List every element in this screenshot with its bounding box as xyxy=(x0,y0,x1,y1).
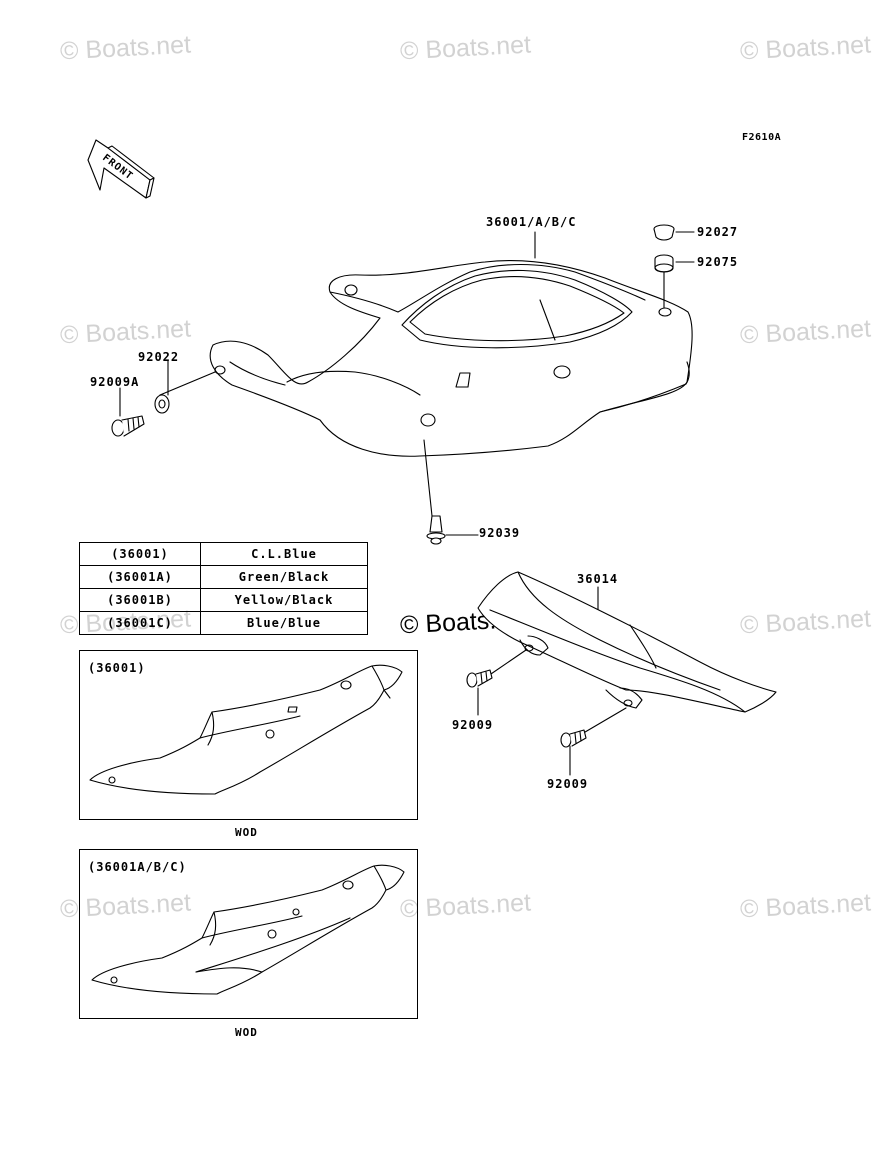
grommet-92075-drawing xyxy=(654,254,674,273)
figure-code: F2610A xyxy=(742,132,782,143)
part-label-36001: 36001/A/B/C xyxy=(486,215,577,229)
rivet-92039-drawing xyxy=(426,515,446,545)
table-cell-color: Yellow/Black xyxy=(200,588,368,612)
part-label-92009-lower: 92009 xyxy=(547,777,589,791)
table-cell-code: (36001B) xyxy=(79,588,201,612)
part-label-92022: 92022 xyxy=(138,350,180,364)
table-row: (36001A) Green/Black xyxy=(79,565,368,589)
table-cell-color: Blue/Blue xyxy=(200,611,368,635)
color-table: (36001) C.L.Blue (36001A) Green/Black (3… xyxy=(79,542,368,635)
part-label-92009-upper: 92009 xyxy=(452,718,494,732)
cap-92027-drawing xyxy=(653,224,675,241)
bolt-92009a-drawing xyxy=(111,415,145,437)
table-row: (36001C) Blue/Blue xyxy=(79,611,368,635)
table-cell-color: C.L.Blue xyxy=(200,542,368,566)
part-label-92075: 92075 xyxy=(697,255,739,269)
variant-36001-drawing xyxy=(89,664,403,795)
front-arrow-icon xyxy=(87,139,155,199)
variant-box-36001: (36001) xyxy=(79,650,418,820)
part-label-92027: 92027 xyxy=(697,225,739,239)
bolt-92009-lower-drawing xyxy=(560,729,587,748)
part-label-92009a: 92009A xyxy=(90,375,140,389)
table-row: (36001B) Yellow/Black xyxy=(79,588,368,612)
variant-box-36001abc: (36001A/B/C) xyxy=(79,849,418,1019)
variant-caption: WOD xyxy=(235,826,258,839)
part-label-36014: 36014 xyxy=(577,572,619,586)
table-row: (36001) C.L.Blue xyxy=(79,542,368,566)
table-cell-code: (36001C) xyxy=(79,611,201,635)
washer-92022-drawing xyxy=(154,394,170,414)
seat-cover-drawing xyxy=(209,260,693,457)
bolt-92009-upper-drawing xyxy=(466,669,493,688)
variant-36001abc-drawing xyxy=(91,864,405,995)
cover-36014-drawing xyxy=(477,571,777,713)
table-cell-code: (36001A) xyxy=(79,565,201,589)
table-cell-code: (36001) xyxy=(79,542,201,566)
variant-caption: WOD xyxy=(235,1026,258,1039)
table-cell-color: Green/Black xyxy=(200,565,368,589)
variant-box-title: (36001) xyxy=(88,661,146,675)
variant-box-title: (36001A/B/C) xyxy=(88,860,187,874)
part-label-92039: 92039 xyxy=(479,526,521,540)
